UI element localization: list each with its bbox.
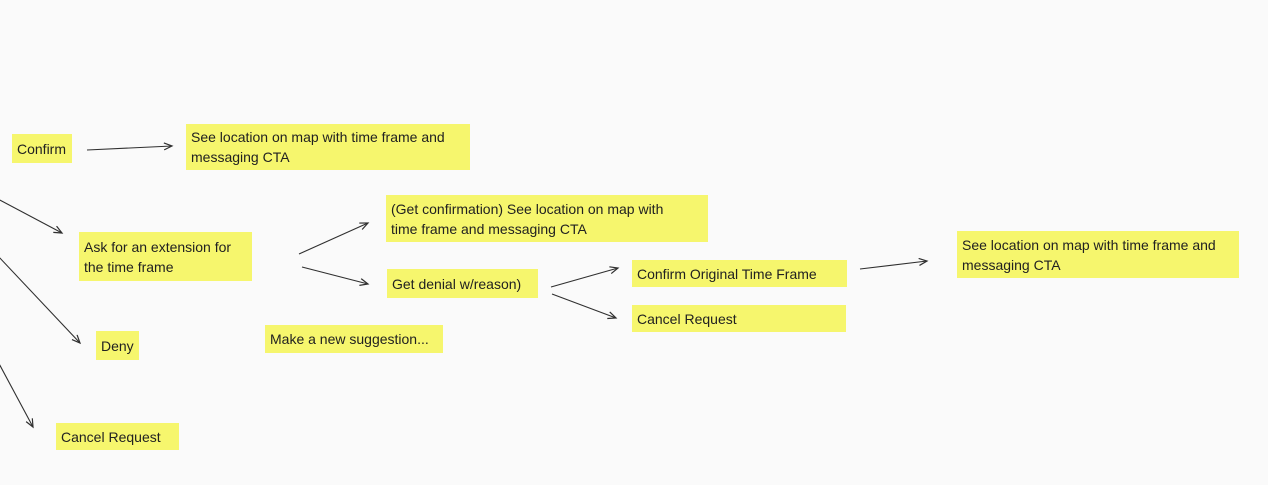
node-see-location-map-top[interactable]: See location on map with time frame and … (186, 124, 470, 170)
arrow-offscreen-to-cancel-request[interactable] (0, 358, 33, 427)
node-confirm[interactable]: Confirm (12, 134, 72, 163)
node-get-confirmation-see-location[interactable]: (Get confirmation) See location on map w… (386, 195, 708, 242)
node-label: Confirm Original Time Frame (637, 265, 817, 282)
node-label: (Get confirmation) See location on map w… (391, 200, 664, 237)
node-label: Ask for an extension for the time frame (84, 238, 232, 275)
node-cancel-request-bottom[interactable]: Cancel Request (56, 423, 179, 450)
node-deny[interactable]: Deny (96, 331, 139, 360)
node-label: See location on map with time frame and … (191, 129, 445, 165)
edge-group (0, 146, 927, 427)
node-make-new-suggestion[interactable]: Make a new suggestion... (265, 325, 443, 353)
node-label: See location on map with time frame and … (962, 236, 1216, 273)
node-confirm-original-time-frame[interactable]: Confirm Original Time Frame (632, 260, 847, 287)
arrow-confirm-original-to-see-location[interactable] (859, 261, 927, 270)
node-label: Deny (101, 337, 134, 354)
arrow-offscreen-to-deny[interactable] (0, 256, 80, 343)
node-label: Get denial w/reason) (392, 275, 522, 292)
node-label: Cancel Request (637, 310, 737, 327)
node-see-location-map-right[interactable]: See location on map with time frame and … (957, 231, 1239, 278)
arrow-offscreen-to-ask-extension[interactable] (0, 197, 62, 233)
arrow-get-denial-to-confirm-original[interactable] (550, 268, 618, 288)
node-get-denial[interactable]: Get denial w/reason) (387, 269, 538, 298)
node-cancel-request-middle[interactable]: Cancel Request (632, 305, 846, 332)
node-label: Make a new suggestion... (270, 331, 429, 347)
arrow-ask-extension-to-get-confirmation[interactable] (298, 223, 368, 255)
node-ask-extension[interactable]: Ask for an extension for the time frame (79, 232, 252, 281)
arrow-ask-extension-to-get-denial[interactable] (301, 266, 368, 284)
arrow-confirm-to-see-location[interactable] (86, 146, 172, 151)
node-label: Confirm (17, 140, 67, 157)
arrow-get-denial-to-cancel-request[interactable] (551, 293, 616, 318)
node-label: Cancel Request (61, 428, 161, 445)
